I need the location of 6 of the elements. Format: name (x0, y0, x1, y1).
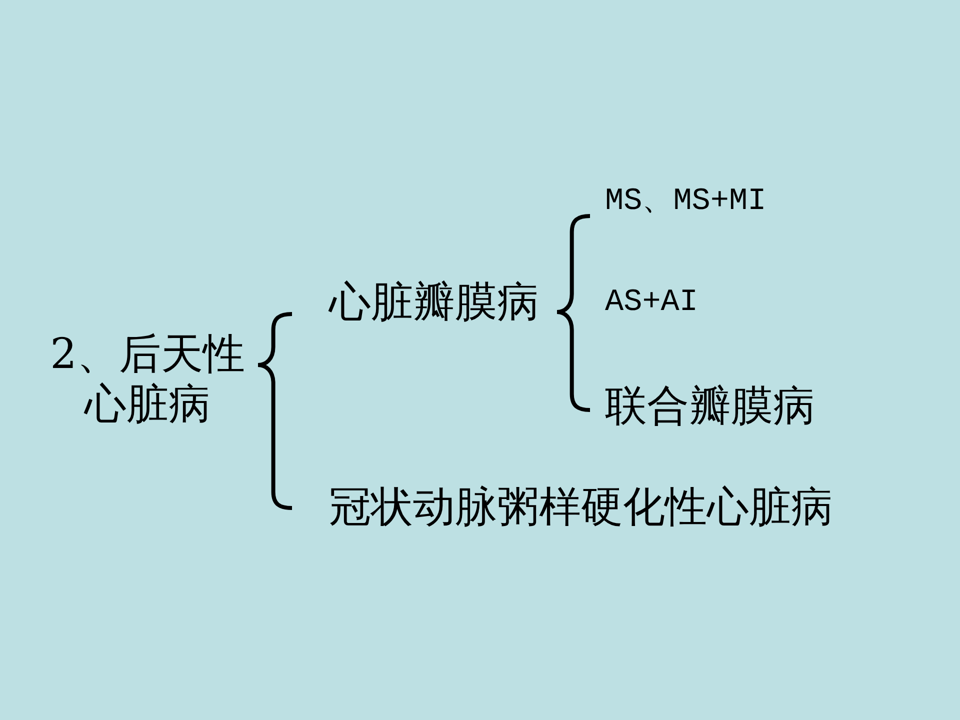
category-label: 冠状动脉粥样硬化性心脏病 (292, 482, 852, 532)
category-label: AS+AI (590, 278, 740, 328)
category-label: 2、后天性心脏病 (45, 329, 258, 429)
category-label: 联合瓣膜病 (590, 381, 830, 431)
category-label: 心脏瓣膜病 (292, 277, 557, 327)
category-label: MS、MS+MI (590, 177, 820, 227)
